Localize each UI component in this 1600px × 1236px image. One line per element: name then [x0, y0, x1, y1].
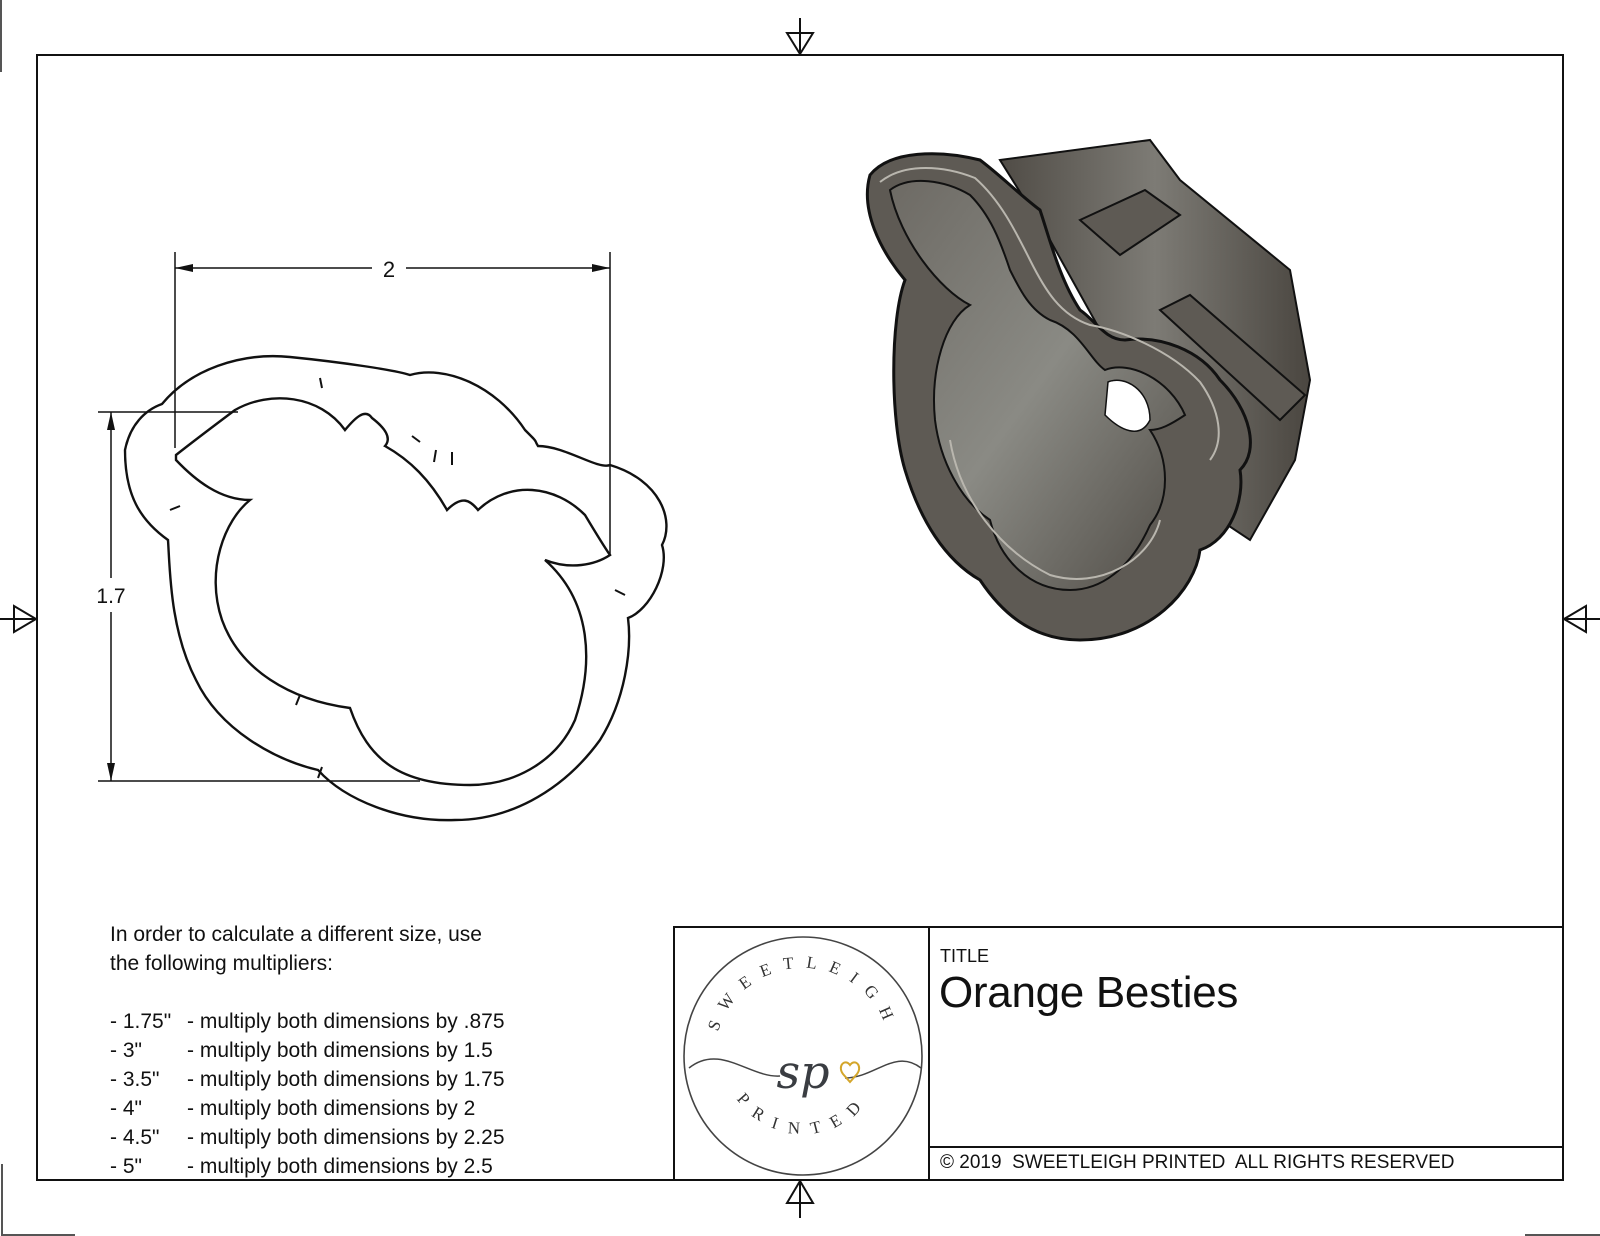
instructions-intro-line2: the following multipliers:	[110, 952, 333, 975]
inner-outline	[174, 397, 612, 787]
multiplier-row: - 4.5" - multiply both dimensions by 2.2…	[110, 1123, 505, 1152]
crop-mark-top-left	[0, 0, 2, 72]
size-instructions: In order to calculate a different size, …	[110, 920, 505, 1181]
multiplier-row: - 5" - multiply both dimensions by 2.5	[110, 1152, 505, 1181]
crop-mark-bottom-right-h	[1525, 1234, 1600, 1236]
title-block: SWEETLEIGH PRINTED sp TITLE Orange Besti…	[673, 926, 1564, 1181]
center-marker-left-icon	[0, 604, 38, 634]
multiplier-text: - multiply both dimensions by 2	[187, 1097, 476, 1120]
multiplier-text: - multiply both dimensions by 1.5	[187, 1039, 493, 1062]
logo-cell: SWEETLEIGH PRINTED sp	[675, 928, 930, 1179]
sweetleigh-logo: SWEETLEIGH PRINTED sp	[683, 936, 923, 1176]
outline-view: 2 1.7	[96, 252, 668, 822]
instructions-intro-line1: In order to calculate a different size, …	[110, 923, 482, 946]
logo-monogram: sp	[776, 1045, 829, 1099]
multiplier-size: - 1.75"	[110, 1010, 172, 1033]
crop-mark-bottom-left-h	[1, 1234, 75, 1236]
drawing-title: Orange Besties	[939, 968, 1239, 1017]
multiplier-text: - multiply both dimensions by .875	[187, 1010, 505, 1033]
outer-outline	[123, 355, 668, 822]
multiplier-row: - 4" - multiply both dimensions by 2	[110, 1094, 505, 1123]
multiplier-row: - 3.5" - multiply both dimensions by 1.7…	[110, 1065, 505, 1094]
height-dimension-label: 1.7	[96, 585, 125, 608]
crop-mark-bottom-left-v	[1, 1164, 3, 1236]
heart-icon	[839, 1061, 861, 1084]
multiplier-size: - 3.5"	[110, 1068, 160, 1091]
isometric-render	[865, 138, 1312, 642]
multiplier-size: - 4.5"	[110, 1126, 160, 1149]
center-marker-top-icon	[785, 18, 815, 56]
multiplier-size: - 3"	[110, 1039, 142, 1062]
multiplier-size: - 4"	[110, 1097, 142, 1120]
copyright-cell: © 2019 SWEETLEIGH PRINTED ALL RIGHTS RES…	[930, 1146, 1562, 1179]
multiplier-row: - 3" - multiply both dimensions by 1.5	[110, 1036, 505, 1065]
cutter-cavity	[888, 179, 1187, 592]
seam-marks	[169, 377, 626, 779]
copyright-text: © 2019 SWEETLEIGH PRINTED ALL RIGHTS RES…	[940, 1152, 1455, 1173]
title-label: TITLE	[940, 946, 990, 966]
multiplier-text: - multiply both dimensions by 2.5	[187, 1155, 493, 1178]
title-cell: TITLE Orange Besties	[930, 928, 1562, 1146]
multiplier-text: - multiply both dimensions by 1.75	[187, 1068, 505, 1091]
multiplier-text: - multiply both dimensions by 2.25	[187, 1126, 505, 1149]
height-dimension	[98, 411, 420, 782]
center-marker-right-icon	[1562, 604, 1600, 634]
multiplier-size: - 5"	[110, 1155, 142, 1178]
center-marker-bottom-icon	[785, 1179, 815, 1218]
svg-text:SWEETLEIGH: SWEETLEIGH	[704, 952, 902, 1033]
multiplier-row: - 1.75" - multiply both dimensions by .8…	[110, 1007, 505, 1036]
width-dimension-label: 2	[383, 257, 395, 282]
logo-top-text: SWEETLEIGH	[704, 952, 890, 1033]
width-dimension	[174, 252, 611, 556]
